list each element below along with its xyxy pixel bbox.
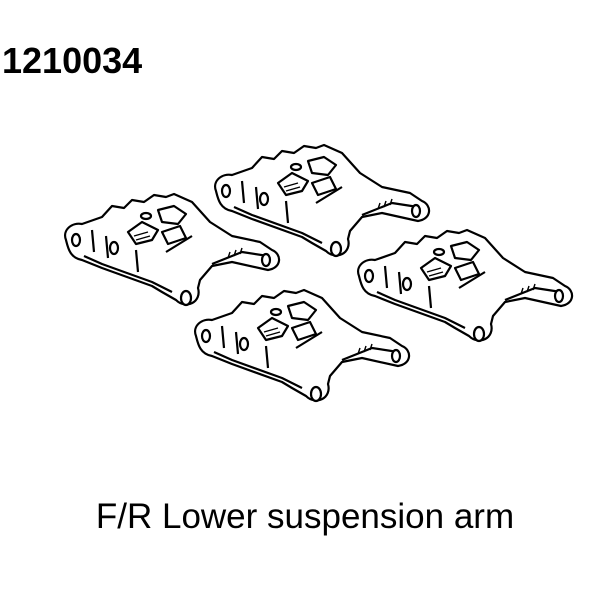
product-caption: F/R Lower suspension arm — [95, 497, 515, 536]
lower-arm-rear-left — [193, 288, 411, 403]
lower-arm-rear-right — [356, 228, 574, 343]
part-number: 1210034 — [2, 40, 143, 81]
